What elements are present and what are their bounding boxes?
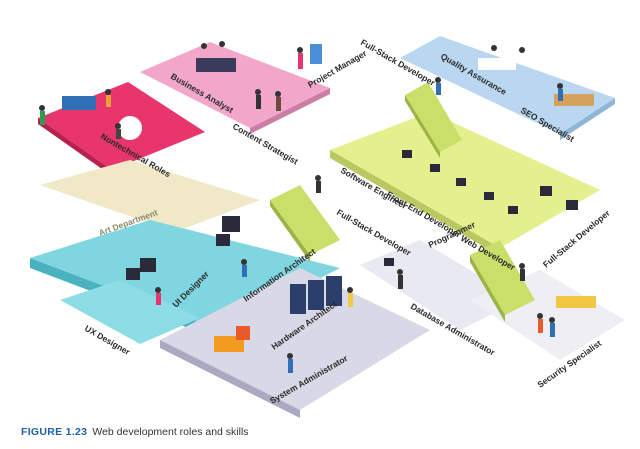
- figure-caption: FIGURE 1.23 Web development roles and ski…: [21, 426, 249, 438]
- label-full-stack-middle: Full-Stack Developer: [335, 207, 413, 258]
- label-content-strategist: Content Strategist: [231, 121, 300, 167]
- figure-number: FIGURE 1.23: [21, 426, 87, 438]
- figure-title: Web development roles and skills: [92, 426, 248, 438]
